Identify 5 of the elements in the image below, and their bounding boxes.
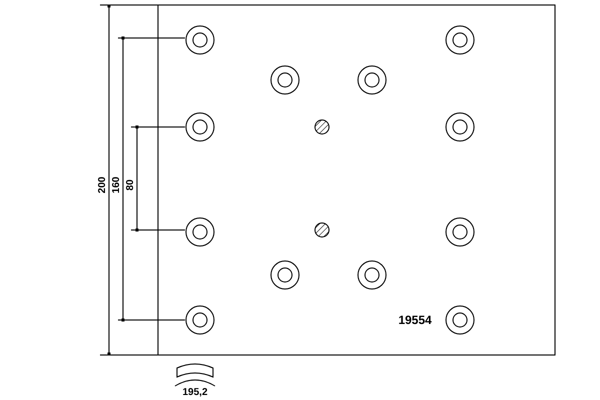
dimension-label: 200 (98, 176, 108, 194)
dimension-label: 160 (112, 176, 122, 194)
part-number: 19554 (398, 314, 432, 326)
dimension-label: 195,2 (182, 388, 208, 398)
dimension-label: 80 (126, 179, 136, 191)
